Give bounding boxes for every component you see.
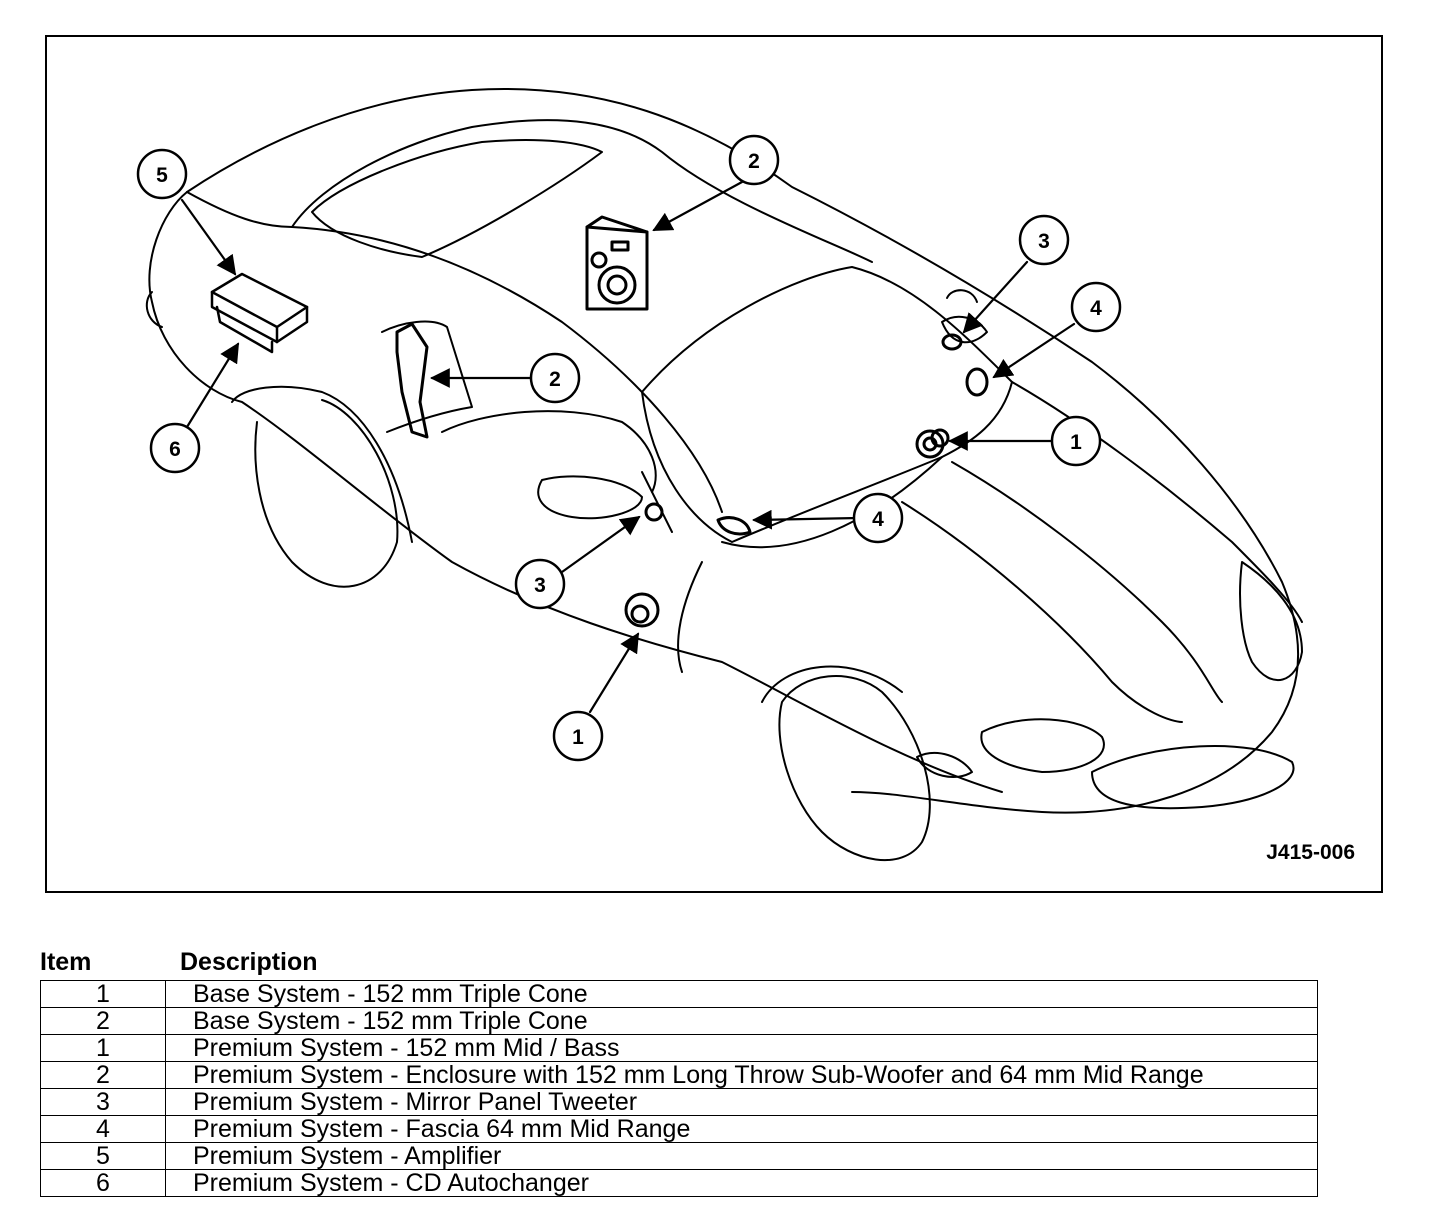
callout-6-cd-autochanger: 6 [149,422,201,474]
table-header: Item Description [40,948,1320,978]
header-item: Item [40,948,92,976]
table-row: 6 Premium System - CD Autochanger [40,1169,1318,1197]
callout-3-tweeter-far: 3 [1018,214,1070,266]
item-number: 5 [40,1142,166,1170]
callout-number: 1 [572,726,584,749]
item-description-table: 1 Base System - 152 mm Triple Cone 2 Bas… [40,980,1318,1197]
tweeter-near [644,502,664,522]
callout-1-door-far: 1 [1050,415,1102,467]
callout-number: 2 [748,150,760,173]
callout-number: 1 [1070,431,1082,454]
table-row: 5 Premium System - Amplifier [40,1142,1318,1170]
callout-2-door: 2 [529,352,581,404]
table-row: 4 Premium System - Fascia 64 mm Mid Rang… [40,1115,1318,1143]
item-number: 3 [40,1088,166,1116]
car-body-outline [145,88,1303,862]
door-enclosure-panel [395,322,429,439]
door-speaker-near [624,592,660,628]
fascia-speaker-near [716,516,752,536]
callout-number: 3 [534,574,546,597]
item-description: Premium System - Fascia 64 mm Mid Range [165,1115,1318,1143]
figure-reference-code: J415-006 [1266,841,1355,864]
header-description: Description [180,948,318,976]
item-number: 2 [40,1007,166,1035]
callout-1-door-near: 1 [552,710,604,762]
callout-5-amplifier: 5 [136,148,188,200]
item-number: 2 [40,1061,166,1089]
table-row: 2 Premium System - Enclosure with 152 mm… [40,1061,1318,1089]
callout-number: 5 [156,164,168,187]
callout-number: 4 [872,508,884,531]
fascia-speaker-far [965,367,989,397]
table-row: 3 Premium System - Mirror Panel Tweeter [40,1088,1318,1116]
callout-number: 2 [549,368,561,391]
leader-lines [180,180,1076,714]
item-description: Premium System - Mirror Panel Tweeter [165,1088,1318,1116]
tweeter-far [941,333,963,351]
table-row: 2 Base System - 152 mm Triple Cone [40,1007,1318,1035]
callout-number: 4 [1090,297,1102,320]
item-description: Premium System - 152 mm Mid / Bass [165,1034,1318,1062]
car-speaker-diagram: 5 6 2 2 3 4 1 4 [45,35,1383,893]
callout-number: 6 [169,438,181,461]
diagram-canvas: 5 6 2 2 3 4 1 4 [136,88,1303,862]
item-number: 6 [40,1169,166,1197]
table-row: 1 Premium System - 152 mm Mid / Bass [40,1034,1318,1062]
door-speaker-far [915,428,950,459]
callout-number: 3 [1038,230,1050,253]
item-description: Base System - 152 mm Triple Cone [165,980,1318,1008]
callout-3-tweeter-near: 3 [514,558,566,610]
item-description: Premium System - Enclosure with 152 mm L… [165,1061,1318,1089]
item-description: Premium System - Amplifier [165,1142,1318,1170]
callout-4-fascia-far: 4 [1070,281,1122,333]
amplifier-box [210,272,309,354]
callout-2-enclosure: 2 [728,134,780,186]
subwoofer-enclosure [585,215,649,311]
item-number: 1 [40,980,166,1008]
item-number: 4 [40,1115,166,1143]
item-description: Premium System - CD Autochanger [165,1169,1318,1197]
callout-4-fascia-near: 4 [852,492,904,544]
item-description: Base System - 152 mm Triple Cone [165,1007,1318,1035]
item-number: 1 [40,1034,166,1062]
table-row: 1 Base System - 152 mm Triple Cone [40,980,1318,1008]
